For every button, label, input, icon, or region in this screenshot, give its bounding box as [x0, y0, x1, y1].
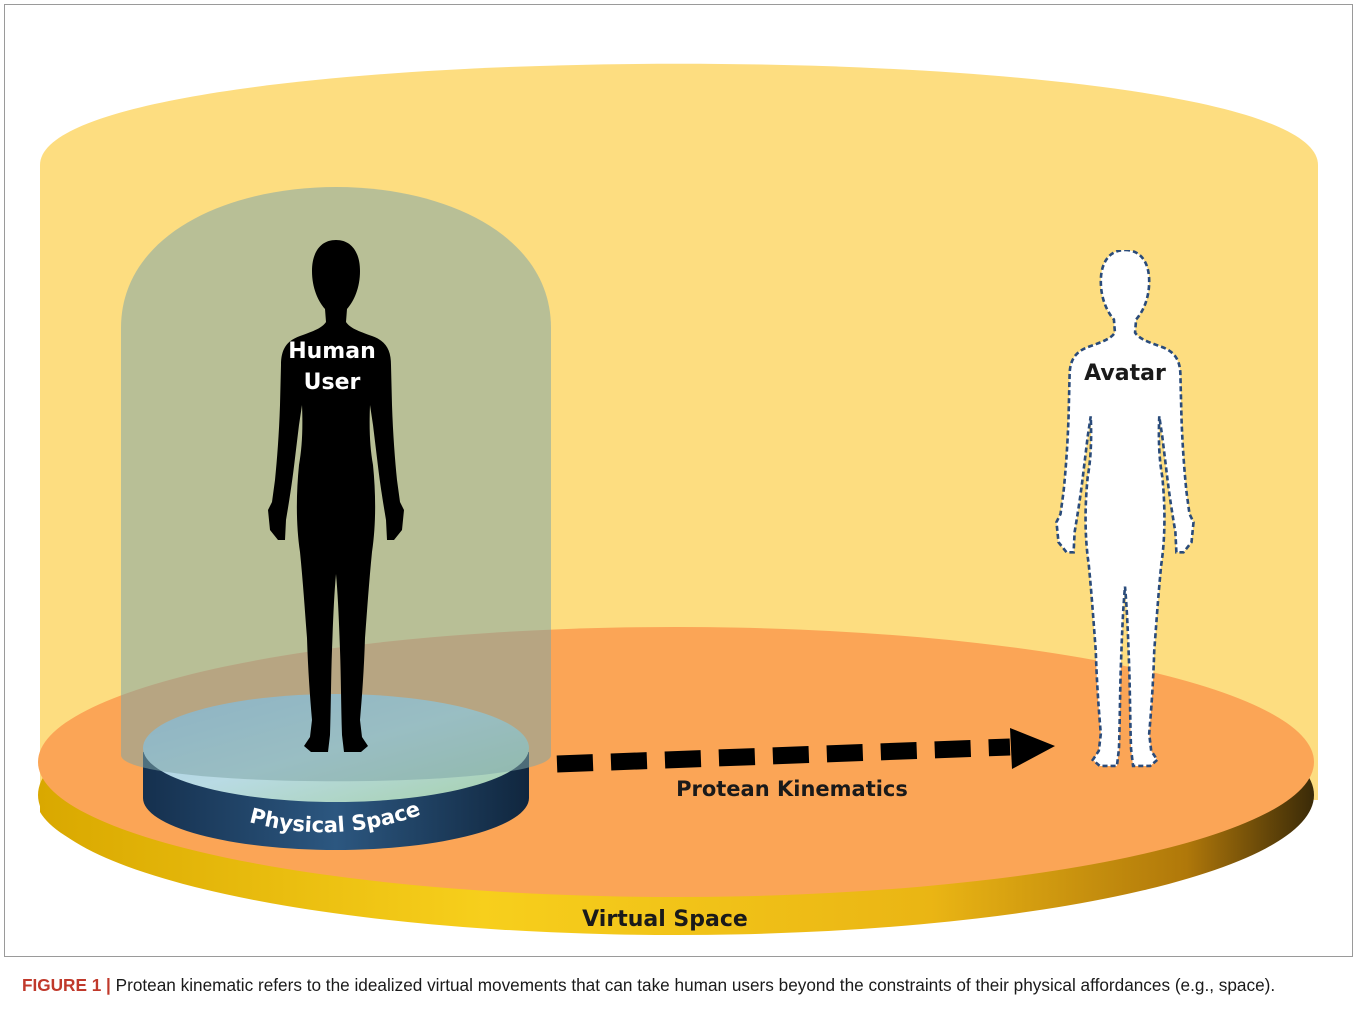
- figure-label: FIGURE 1 |: [22, 975, 111, 995]
- avatar-label: Avatar: [1084, 361, 1166, 386]
- figure-caption: FIGURE 1 | Protean kinematic refers to t…: [22, 975, 1352, 996]
- caption-text: Protean kinematic refers to the idealize…: [116, 975, 1276, 995]
- virtual-space-label: Virtual Space: [582, 907, 748, 932]
- protean-kinematics-diagram: Human User Avatar Protean Kinematics Phy…: [0, 0, 1359, 960]
- human-user-label-line1: Human: [288, 339, 376, 364]
- protean-kinematics-label: Protean Kinematics: [676, 777, 908, 801]
- human-user-label-line2: User: [304, 370, 361, 395]
